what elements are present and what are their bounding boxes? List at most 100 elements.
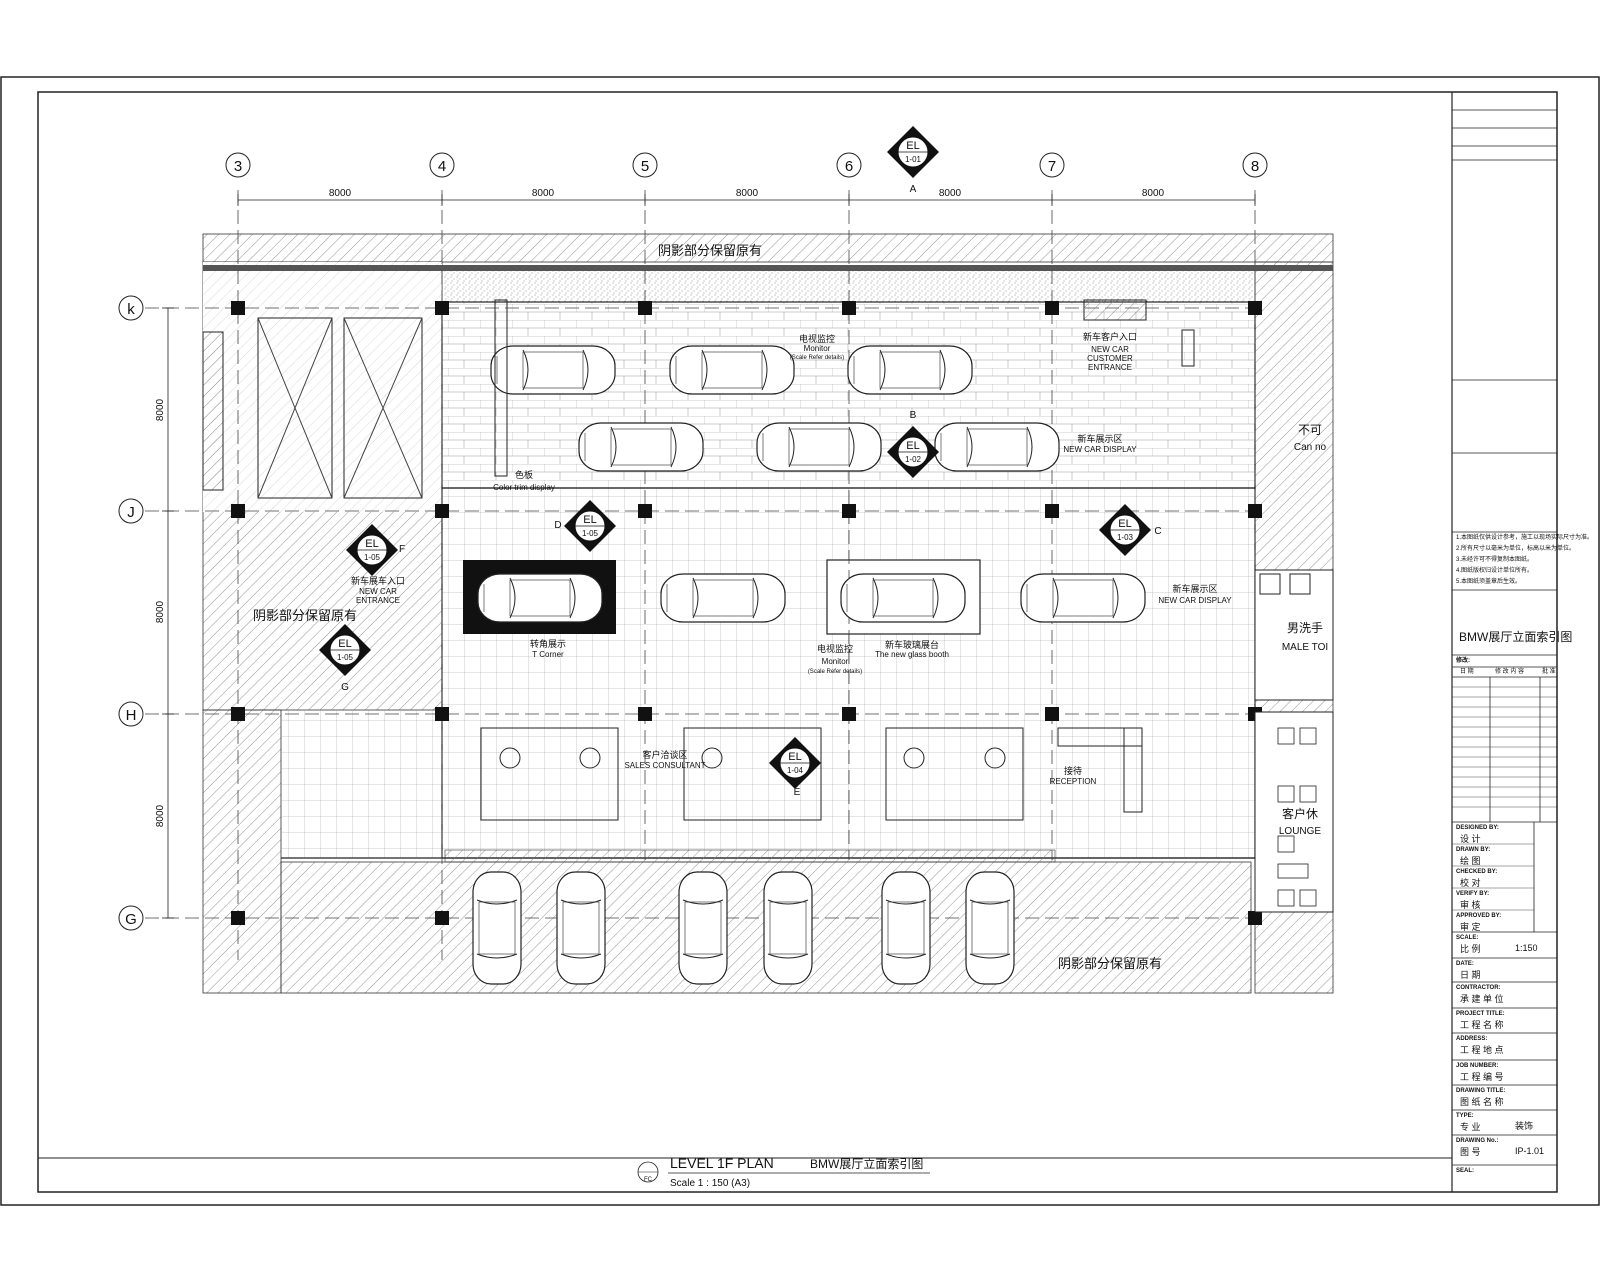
label-glass-booth-cn: 新车玻璃展台 [885, 639, 939, 650]
grid-row-g: G [125, 911, 137, 928]
tb-field-label: DATE: [1456, 961, 1474, 967]
elevation-marker: EL1-05G [319, 624, 371, 693]
marker-code: EL [788, 751, 801, 763]
elevation-marker: EL 1-01A [887, 126, 939, 195]
label-lounge-cn: 客户休 [1282, 806, 1318, 821]
grid-col-6: 6 [845, 158, 853, 175]
marker-letter: A [910, 184, 917, 195]
tb-field-cn: 承 建 单 位 [1460, 994, 1504, 1004]
label-cust-entrance-en3: ENTRANCE [1088, 363, 1132, 372]
label-lounge-en: LOUNGE [1279, 826, 1322, 837]
label-sales-en: SALES CONSULTANT [624, 761, 705, 770]
grid-col-7: 7 [1048, 158, 1056, 175]
tb-field-label: ADDRESS: [1456, 1036, 1488, 1042]
grid-col-8: 8 [1251, 158, 1259, 175]
label-male-toilet-en: MALE TOI [1282, 642, 1328, 653]
marker-number: 1-05 [364, 553, 381, 562]
marker-letter: G [341, 682, 349, 693]
marker-code: EL [906, 440, 919, 452]
tb-field-label: VERIFY BY: [1456, 891, 1490, 897]
label-display2-en: NEW CAR DISPLAY [1158, 596, 1232, 605]
label-color-trim-cn: 色板 [515, 469, 533, 480]
marker-number: 1-01 [905, 155, 922, 164]
tb-note-3: 3.未经许可不得复制本图纸。 [1456, 557, 1534, 563]
tb-field-label: DRAWING TITLE: [1456, 1088, 1506, 1094]
tb-field-cn: 绘 图 [1460, 856, 1481, 866]
marker-letter: C [1154, 526, 1161, 537]
label-car-entrance-en1: NEW CAR [359, 587, 397, 596]
label-reception-en: RECEPTION [1050, 777, 1097, 786]
marker-letter: B [910, 410, 917, 421]
label-reception-cn: 接待 [1064, 765, 1082, 776]
tb-field-label: JOB NUMBER: [1456, 1063, 1499, 1069]
footer-scale: Scale 1 : 150 (A3) [670, 1178, 750, 1189]
tb-note-4: 4.图纸版权归设计单位所有。 [1456, 568, 1534, 574]
tb-field-value: 装饰 [1515, 1121, 1534, 1131]
label-display-cn: 新车展示区 [1077, 433, 1122, 444]
label-display2-cn: 新车展示区 [1172, 583, 1217, 594]
marker-number: 1-04 [787, 766, 804, 775]
tb-field-cn: 工 程 地 点 [1460, 1045, 1504, 1055]
marker-code: EL [583, 514, 596, 526]
label-male-toilet-cn: 男洗手 [1287, 621, 1323, 635]
footer-title-cn: BMW展厅立面索引图 [810, 1156, 923, 1171]
tb-rev-col-date: 日 期 [1460, 669, 1474, 675]
tb-note-1: 1.本图纸仅供设计参考，施工以现场实际尺寸为准。 [1456, 535, 1594, 541]
marker-number: 1-05 [582, 529, 599, 538]
elevation-marker: EL1-03C [1099, 504, 1162, 556]
marker-number: 1-05 [337, 653, 354, 662]
dim-left-1: 8000 [155, 398, 166, 421]
label-site-bottom: 阴影部分保留原有 [1058, 956, 1162, 971]
label-monitor-top-cn: 电视监控 [799, 333, 835, 344]
marker-letter: E [794, 787, 801, 798]
label-glass-booth-en: The new glass booth [875, 650, 949, 659]
tb-field-label: SCALE: [1456, 935, 1479, 941]
label-no-entry-cn: 不可 [1298, 423, 1322, 437]
tb-field-cn: 校 对 [1460, 878, 1481, 888]
tb-field-label: CHECKED BY: [1456, 869, 1498, 875]
tb-field-cn: 日 期 [1460, 970, 1481, 980]
label-cust-entrance-en1: NEW CAR [1091, 345, 1129, 354]
footer-title-en: LEVEL 1F PLAN [670, 1155, 774, 1171]
dim-top-3: 8000 [736, 188, 759, 199]
dim-left-3: 8000 [155, 804, 166, 827]
label-sales-cn: 客户洽谈区 [642, 749, 687, 760]
marker-letter: F [399, 544, 405, 555]
marker-number: 1-02 [905, 455, 922, 464]
label-monitor-mid-sub: (Scale Refer details) [808, 669, 862, 675]
label-site-top: 阴影部分保留原有 [658, 243, 762, 258]
label-car-entrance-cn: 新车展车入口 [351, 575, 405, 586]
label-cust-entrance-en2: CUSTOMER [1087, 354, 1133, 363]
marker-code: EL [906, 140, 919, 152]
tb-field-label: PROJECT TITLE: [1456, 1011, 1505, 1017]
label-t-corner-en: T Corner [532, 650, 564, 659]
dim-top-5: 8000 [1142, 188, 1165, 199]
grid-row-k: k [127, 301, 135, 318]
tb-field-value: 1:150 [1515, 943, 1538, 953]
label-monitor-top-en: Monitor [804, 344, 831, 353]
dim-left-2: 8000 [155, 600, 166, 623]
elevation-marker: EL 1-02 B [887, 410, 939, 478]
marker-code: EL [1118, 518, 1131, 530]
label-color-trim-en: Color trim display [493, 483, 555, 492]
tb-rev-col-content: 修 改 内 容 [1495, 669, 1525, 675]
tb-drawing-name: BMW展厅立面索引图 [1459, 630, 1573, 644]
tb-note-2: 2.所有尺寸以毫米为单位，标高以米为单位。 [1456, 546, 1576, 552]
tb-field-cn: 工 程 名 称 [1460, 1020, 1504, 1030]
grid-col-4: 4 [438, 158, 446, 175]
label-t-corner-cn: 转角展示 [530, 638, 566, 649]
tb-field-cn: 比 例 [1460, 944, 1481, 954]
tb-field-cn: 图 号 [1460, 1147, 1481, 1157]
tb-revision-label: 修改: [1456, 658, 1470, 664]
tb-field-cn: 图 纸 名 称 [1460, 1097, 1504, 1107]
label-site-left: 阴影部分保留原有 [253, 608, 357, 623]
elevation-marker: EL 1-05 F [346, 524, 405, 576]
tb-field-cn: 专 业 [1460, 1122, 1481, 1132]
label-cust-entrance-cn: 新车客户入口 [1083, 331, 1137, 342]
label-display-en: NEW CAR DISPLAY [1063, 445, 1137, 454]
tb-rev-col-approve: 批 准 [1542, 669, 1556, 675]
marker-code: EL [365, 538, 378, 550]
tb-field-label: CONTRACTOR: [1456, 985, 1501, 991]
label-monitor-mid-cn: 电视监控 [817, 643, 853, 654]
